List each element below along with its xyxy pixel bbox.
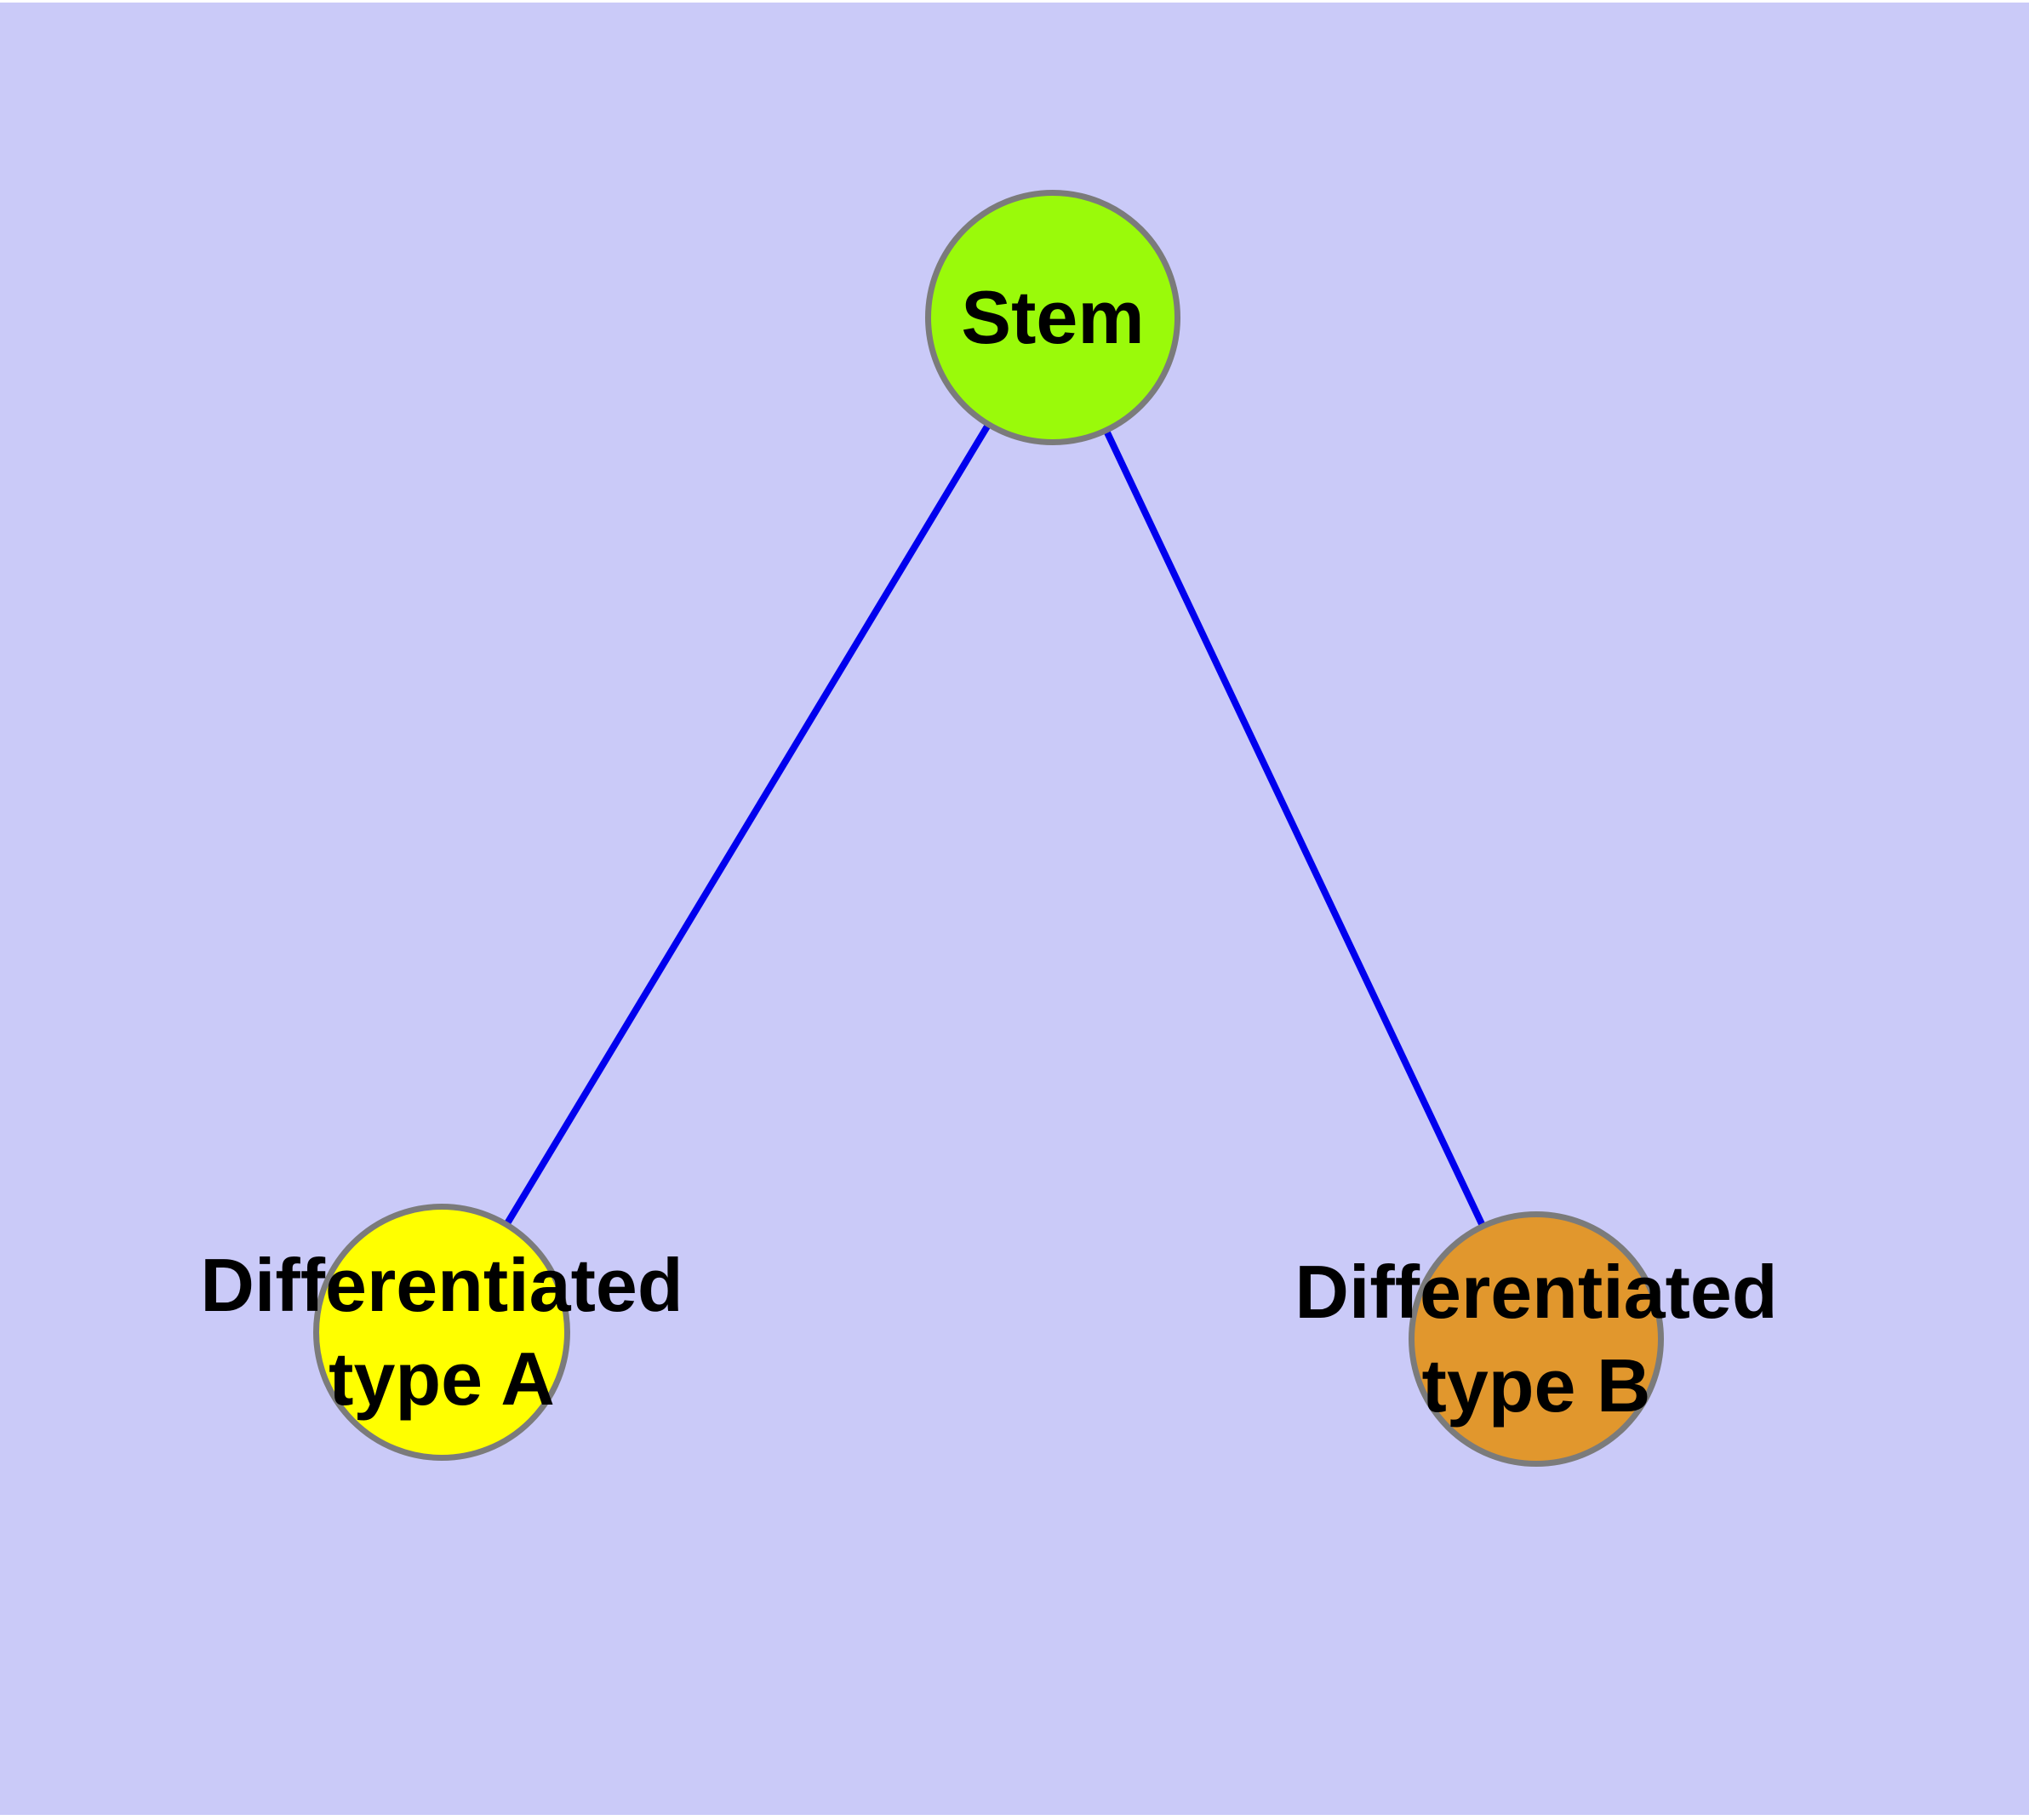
edge-stem-to-type-b: [1049, 316, 1540, 1341]
node-stem-label: Stem: [961, 275, 1145, 359]
edge-stem-to-type-a: [438, 315, 1056, 1335]
node-stem: [925, 190, 1180, 445]
node-differentiated-type-a: [313, 1204, 570, 1461]
node-differentiated-type-b-label: Differentiated type B: [1295, 1250, 1778, 1428]
node-differentiated-type-a-label: Differentiated type A: [200, 1243, 683, 1421]
node-differentiated-type-b: [1409, 1211, 1664, 1467]
